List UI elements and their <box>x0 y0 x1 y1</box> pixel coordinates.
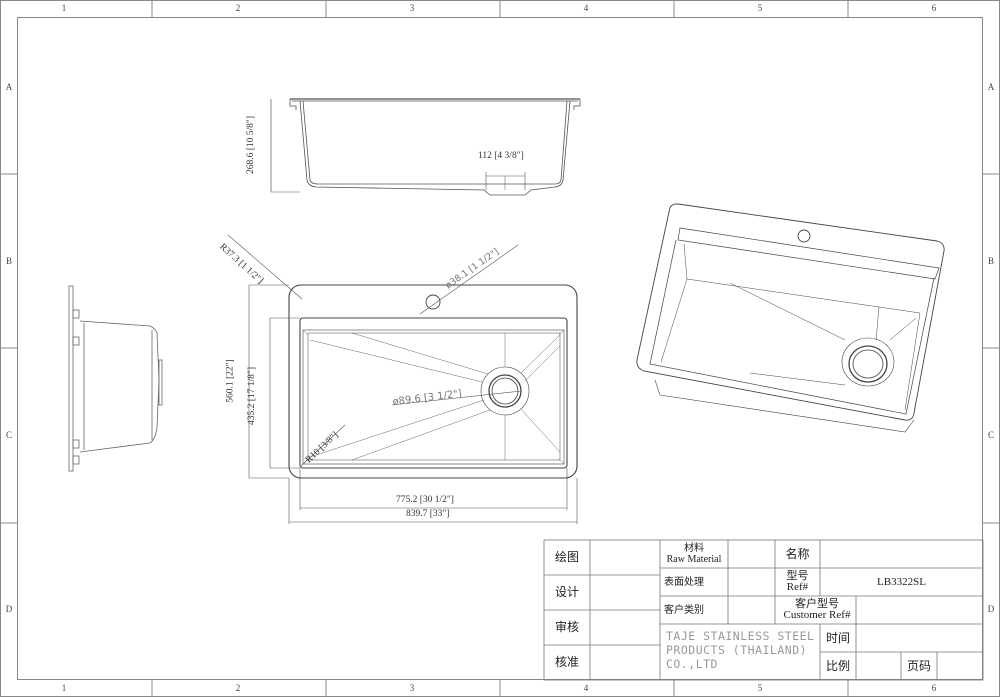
col-label: 3 <box>409 3 415 13</box>
col-label: 5 <box>757 683 763 693</box>
col-label: 1 <box>61 683 67 693</box>
name-label: 名称 <box>785 546 810 561</box>
bowl-depth-dim: 435.2 [17 1/8"] <box>246 367 257 425</box>
model-cn: 型号 <box>786 570 809 582</box>
front-view <box>270 98 581 196</box>
col-label: 5 <box>757 3 763 13</box>
col-label: 2 <box>235 3 241 13</box>
surface-label: 表面处理 <box>664 576 704 588</box>
model-en: Ref# <box>786 581 809 593</box>
customer-model-cn: 客户型号 <box>795 598 839 610</box>
side-view <box>68 285 163 472</box>
col-label: 4 <box>583 3 589 13</box>
top-view <box>227 234 578 524</box>
scale-label: 比例 <box>825 658 850 673</box>
row-label: C <box>987 430 994 440</box>
design-label: 设计 <box>554 585 579 599</box>
approve-label: 核准 <box>554 655 579 669</box>
overall-depth-dim: 560.1 [22"] <box>225 359 236 403</box>
drain-width-dim: 112 [4 3/8"] <box>478 151 524 161</box>
col-label: 2 <box>235 683 241 693</box>
model-label: 型号 Ref# <box>775 568 820 596</box>
col-label: 3 <box>409 683 415 693</box>
time-label: 时间 <box>825 630 850 645</box>
col-label: 4 <box>583 683 589 693</box>
customer-model-label: 客户型号 Customer Ref# <box>728 596 856 624</box>
page-label: 页码 <box>906 658 931 673</box>
model-value: LB3322SL <box>877 575 926 588</box>
material-label: 材料 Raw Material <box>660 540 728 568</box>
col-label: 6 <box>931 683 937 693</box>
col-label: 1 <box>61 3 67 13</box>
company-name: TAJE STAINLESS STEEL PRODUCTS (THAILAND)… <box>666 629 815 671</box>
drawn-label: 绘图 <box>554 550 579 564</box>
row-label: C <box>5 430 12 440</box>
review-label: 审核 <box>554 620 579 634</box>
material-cn: 材料 <box>684 543 704 554</box>
col-label: 6 <box>931 3 937 13</box>
row-label: A <box>5 82 13 92</box>
row-label: D <box>987 604 995 614</box>
row-label: B <box>987 256 994 266</box>
front-height-dim: 268.6 [10 5/8"] <box>245 116 256 174</box>
customer-type-label: 客户类别 <box>664 604 704 616</box>
overall-width-dim: 839.7 [33"] <box>406 509 450 519</box>
material-en: Raw Material <box>666 554 722 565</box>
title-block: 绘图 设计 审核 核准 材料 Raw Material 表面处理 客户类别 名称… <box>544 540 983 680</box>
row-label: B <box>5 256 12 266</box>
customer-model-en: Customer Ref# <box>783 609 851 621</box>
isometric-view <box>636 203 945 433</box>
title-block-grid <box>543 539 984 681</box>
row-label: D <box>5 604 13 614</box>
row-label: A <box>987 82 995 92</box>
bowl-width-dim: 775.2 [30 1/2"] <box>396 495 454 505</box>
